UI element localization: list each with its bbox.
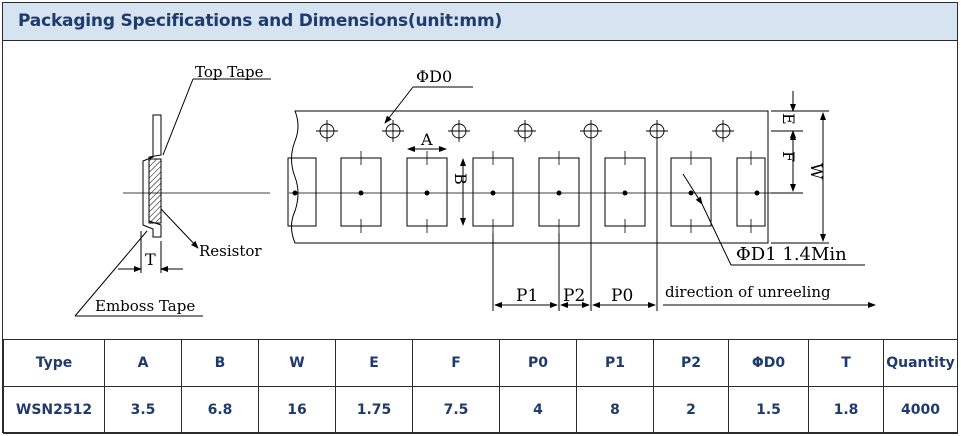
- table-cell: 4: [499, 386, 577, 434]
- header-cell: P0: [499, 339, 577, 387]
- table-cell: WSN2512: [3, 386, 105, 434]
- table-cell: 16: [258, 386, 336, 434]
- table-cell: 7.5: [412, 386, 500, 434]
- header-cell: A: [104, 339, 182, 387]
- label-p0: P0: [611, 286, 633, 306]
- pocket-centres: [292, 190, 760, 196]
- header-cell: P1: [576, 339, 654, 387]
- table-cell: 1.5: [728, 386, 809, 434]
- label-b: B: [451, 173, 470, 185]
- header-cell: ΦD0: [728, 339, 809, 387]
- header-cell: P2: [653, 339, 729, 387]
- header-cell: Quantity: [883, 339, 958, 387]
- tape-diagram-svg: Top Tape Resistor Emboss Tape T: [74, 63, 876, 317]
- label-e: E: [779, 113, 798, 125]
- header-cell: W: [258, 339, 336, 387]
- packaging-drawing: Top Tape Resistor Emboss Tape T: [3, 41, 957, 339]
- label-resistor: Resistor: [199, 242, 262, 260]
- label-emboss-tape: Emboss Tape: [95, 297, 195, 315]
- spec-table: Type A B W E F P0 P1 P2 ΦD0 T Quantity W…: [3, 339, 958, 434]
- table-cell: 1.75: [335, 386, 413, 434]
- tape-cross-section: [74, 78, 271, 317]
- header-cell: T: [808, 339, 884, 387]
- table-header-row: Type A B W E F P0 P1 P2 ΦD0 T Quantity: [3, 339, 958, 387]
- carrier-tape-top-view: [287, 110, 773, 244]
- table-cell: 3.5: [104, 386, 182, 434]
- table-cell: 4000: [883, 386, 958, 434]
- section-title: Packaging Specifications and Dimensions(…: [18, 11, 503, 31]
- label-top-tape: Top Tape: [195, 63, 264, 81]
- section-header: Packaging Specifications and Dimensions(…: [3, 3, 957, 41]
- header-cell: Type: [3, 339, 105, 387]
- label-f: F: [779, 151, 798, 162]
- table-row: WSN2512 3.5 6.8 16 1.75 7.5 4 8 2 1.5 1.…: [3, 386, 958, 434]
- header-cell: E: [335, 339, 413, 387]
- label-p1: P1: [516, 286, 538, 306]
- label-a: A: [420, 130, 433, 149]
- table-cell: 1.8: [808, 386, 884, 434]
- label-w: W: [807, 163, 826, 180]
- label-t: T: [145, 250, 156, 269]
- label-phi-d0: ΦD0: [416, 67, 452, 86]
- header-cell: B: [181, 339, 259, 387]
- table-cell: 2: [653, 386, 729, 434]
- label-p2: P2: [563, 286, 585, 306]
- header-cell: F: [412, 339, 500, 387]
- label-phi-d1: ΦD1 1.4Min: [736, 244, 847, 265]
- table-cell: 6.8: [181, 386, 259, 434]
- label-direction: direction of unreeling: [665, 283, 831, 301]
- table-cell: 8: [576, 386, 654, 434]
